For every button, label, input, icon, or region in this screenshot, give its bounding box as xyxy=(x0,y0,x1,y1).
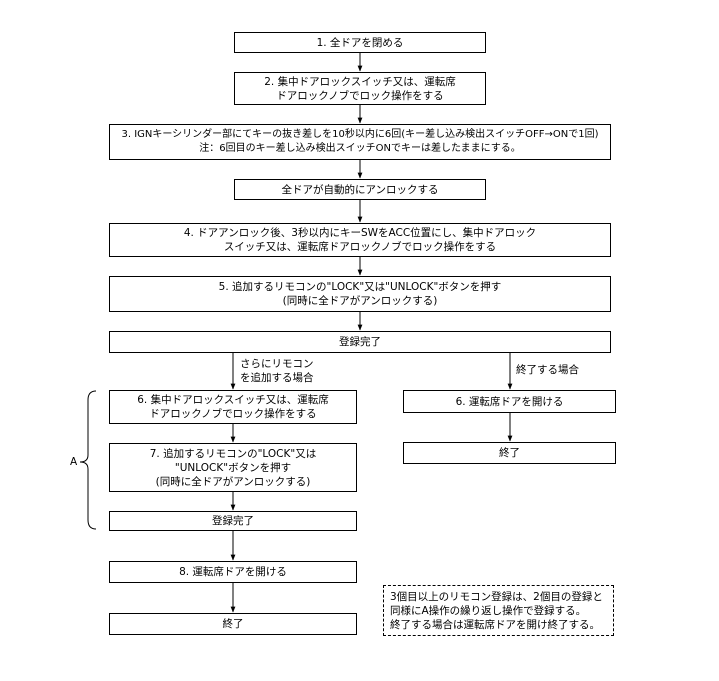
branch-add-label: さらにリモコン を追加する場合 xyxy=(240,357,314,385)
note-line-3: 終了する場合は運転席ドアを開け終了する。 xyxy=(390,619,600,631)
auto-unlock-text: 全ドアが自動的にアンロックする xyxy=(281,183,439,196)
step-8-box: 8. 運転席ドアを開ける xyxy=(109,561,357,583)
note-box: 3個目以上のリモコン登録は、2個目の登録と 同様にA操作の繰り返し操作で登録する… xyxy=(383,585,614,636)
step-5-box: 5. 追加するリモコンの"LOCK"又は"UNLOCK"ボタンを押す (同時に全… xyxy=(109,276,611,312)
registration-complete-box: 登録完了 xyxy=(109,331,611,353)
end-right-box: 終了 xyxy=(403,442,616,464)
step-6-line-2: ドアロックノブでロック操作をする xyxy=(149,408,317,420)
bracket-a xyxy=(79,390,97,530)
registration-complete-2-box: 登録完了 xyxy=(109,511,357,531)
branch-finish-text: 終了する場合 xyxy=(516,364,579,376)
step-2-line-2: ドアロックノブでロック操作をする xyxy=(276,89,444,102)
step-4-line-1: 4. ドアアンロック後、3秒以内にキーSWをACC位置にし、集中ドアロック xyxy=(183,227,537,239)
branch-add-line-1: さらにリモコン xyxy=(240,358,314,370)
step-7-box: 7. 追加するリモコンの"LOCK"又は "UNLOCK"ボタンを押す (同時に… xyxy=(109,443,357,492)
step-7-line-1: 7. 追加するリモコンの"LOCK"又は xyxy=(149,447,317,460)
step-4-line-2: スイッチ又は、運転席ドアロックノブでロック操作をする xyxy=(223,241,497,253)
step-2-line-1: 2. 集中ドアロックスイッチ又は、運転席 xyxy=(264,75,456,88)
auto-unlock-box: 全ドアが自動的にアンロックする xyxy=(234,179,486,200)
end-left-box: 終了 xyxy=(109,613,357,635)
note-line-2: 同様にA操作の繰り返し操作で登録する。 xyxy=(390,605,587,617)
step-5-line-2: (同時に全ドアがアンロックする) xyxy=(282,295,438,307)
registration-complete-text: 登録完了 xyxy=(339,336,381,348)
step-3-line-2: 注：6回目のキー差し込み検出スイッチONでキーは差したままにする。 xyxy=(199,143,521,154)
registration-complete-2-text: 登録完了 xyxy=(212,515,254,527)
bracket-a-label: A xyxy=(70,456,78,468)
step-8-text: 8. 運転席ドアを開ける xyxy=(179,566,287,578)
step-4-box: 4. ドアアンロック後、3秒以内にキーSWをACC位置にし、集中ドアロック スイ… xyxy=(109,223,611,257)
branch-add-line-2: を追加する場合 xyxy=(240,372,314,384)
note-line-1: 3個目以上のリモコン登録は、2個目の登録と xyxy=(390,591,603,603)
right-step-6-text: 6. 運転席ドアを開ける xyxy=(455,395,564,408)
step-1-box: 1. 全ドアを閉める xyxy=(234,32,486,53)
step-6-box: 6. 集中ドアロックスイッチ又は、運転席 ドアロックノブでロック操作をする xyxy=(109,390,357,424)
end-right-text: 終了 xyxy=(499,447,520,459)
step-1-text: 1. 全ドアを閉める xyxy=(316,36,404,49)
step-3-box: 3. IGNキーシリンダー部にてキーの抜き差しを10秒以内に6回(キー差し込み検… xyxy=(109,124,611,160)
branch-finish-label: 終了する場合 xyxy=(516,363,579,377)
end-left-text: 終了 xyxy=(222,618,244,630)
step-7-line-2: "UNLOCK"ボタンを押す xyxy=(174,461,292,474)
step-6-line-1: 6. 集中ドアロックスイッチ又は、運転席 xyxy=(137,394,329,406)
step-2-box: 2. 集中ドアロックスイッチ又は、運転席 ドアロックノブでロック操作をする xyxy=(234,72,486,105)
step-5-line-1: 5. 追加するリモコンの"LOCK"又は"UNLOCK"ボタンを押す xyxy=(218,281,502,293)
right-step-6-box: 6. 運転席ドアを開ける xyxy=(403,390,616,413)
step-7-line-3: (同時に全ドアがアンロックする) xyxy=(155,475,311,488)
step-3-line-1: 3. IGNキーシリンダー部にてキーの抜き差しを10秒以内に6回(キー差し込み検… xyxy=(121,129,599,140)
